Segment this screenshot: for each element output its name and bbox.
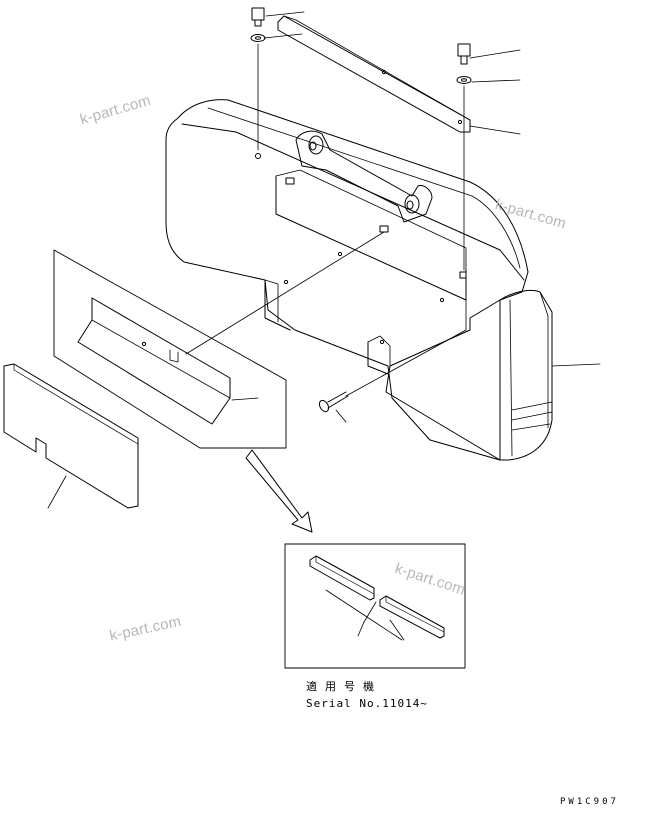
leader-line	[185, 231, 385, 355]
callout-line	[471, 79, 521, 83]
callout-line	[265, 11, 305, 17]
sub-assembly-frame	[53, 249, 287, 449]
detail-strip-1	[309, 555, 375, 601]
detail-strip-2	[379, 595, 445, 639]
cover-plate	[277, 15, 471, 133]
detail-box	[284, 543, 466, 669]
bolt-right	[457, 43, 471, 65]
drawing-code: PW1C907	[560, 797, 619, 807]
applicability-label: 適用号機	[306, 680, 382, 693]
trim-strip	[77, 297, 231, 425]
screw	[318, 391, 349, 413]
callout-line	[231, 397, 259, 401]
serial-number-note: Serial No.11014~	[306, 697, 428, 710]
flat-pad	[3, 363, 139, 509]
leader-line	[345, 329, 467, 397]
callout-line	[335, 409, 347, 423]
callout-line	[47, 475, 67, 509]
washer-left	[250, 34, 266, 42]
callout-line	[325, 589, 403, 641]
callout-line	[551, 363, 601, 367]
callout-line	[263, 33, 303, 39]
callout-line	[469, 125, 521, 135]
callout-line	[363, 601, 377, 623]
callout-line	[469, 49, 521, 59]
detail-arrow	[245, 449, 313, 533]
bolt-left	[251, 7, 265, 27]
washer-right	[456, 76, 472, 84]
counterweight-body	[165, 99, 553, 461]
callout-line	[357, 621, 365, 637]
callout-line	[389, 619, 405, 641]
